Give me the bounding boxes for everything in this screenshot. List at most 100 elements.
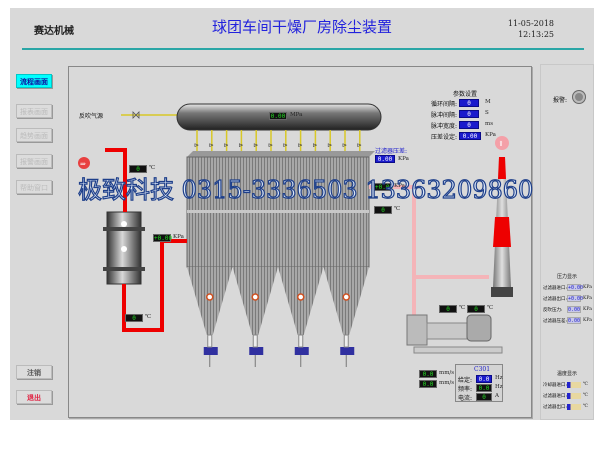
- filter-pressure-unit: KPa: [398, 156, 409, 162]
- header: 赛达机械 球团车间干燥厂房除尘装置 11-05-2018 12:13:25: [10, 8, 594, 48]
- temp-bar: [567, 393, 581, 399]
- fan-panel-title: C301: [474, 366, 491, 373]
- fan-base: [413, 346, 503, 354]
- pressure-value: 0.00: [567, 306, 581, 313]
- fan-temp-1-unit: ℃: [459, 305, 466, 311]
- temp-unit: ℃: [583, 404, 589, 409]
- fan-control-panel: C301 给定: 0.0 Hz 频率: 0.0 Hz 电流: 0 A: [455, 364, 503, 402]
- fan-motor: [466, 314, 492, 342]
- filter-pressure-label: 过滤器压差:: [375, 148, 408, 155]
- air-valve-icon: [132, 111, 140, 119]
- inlet-arrow-icon: [78, 157, 90, 169]
- pressure-value: +0.00: [567, 295, 584, 302]
- solenoid-valve-icon: ⊳: [312, 142, 317, 149]
- fan-temp-2-value: 0: [467, 305, 485, 313]
- inlet-temp-value: 0: [129, 165, 147, 173]
- cooler-port: [121, 221, 127, 227]
- logout-button[interactable]: 注销: [16, 365, 52, 379]
- pressure-value: +0.00: [567, 284, 584, 291]
- time-text: 12:13:25: [518, 30, 554, 39]
- temp-unit: ℃: [583, 393, 589, 398]
- fan-freq-label: 频率:: [458, 386, 473, 393]
- nav-alarm[interactable]: 报警画面: [16, 154, 52, 168]
- blow-pipes: ⊳⊳⊳⊳⊳⊳⊳⊳⊳⊳⊳⊳: [194, 130, 362, 155]
- param-input[interactable]: 0: [459, 99, 479, 107]
- outlet-pressure-unit: KPa: [394, 183, 405, 189]
- fan-setpoint-label: 给定:: [458, 377, 473, 384]
- flow-2-unit: mm/s: [439, 380, 455, 386]
- process-diagram: ⊳⊳⊳⊳⊳⊳⊳⊳⊳⊳⊳⊳ ⇒ ⇑: [68, 66, 532, 418]
- fan-shaft: [426, 322, 468, 340]
- filter-pressure-value: 0.00: [375, 155, 395, 163]
- alarm-label: 报警:: [553, 97, 568, 104]
- exhaust-arrow-icon: [495, 136, 509, 150]
- param-input[interactable]: 0: [459, 110, 479, 118]
- solenoid-valve-icon: ⊳: [283, 142, 288, 149]
- temp-label: 冷却器进口:: [543, 383, 568, 388]
- fan-setpoint-input[interactable]: 0.0: [476, 375, 492, 383]
- hopper-level-indicator: [297, 293, 305, 301]
- fan-current-unit: A: [495, 393, 499, 399]
- cooler-outlet-temp-unit: ℃: [145, 314, 152, 320]
- header-pressure-value: 0.00: [269, 112, 287, 120]
- param-unit: ms: [485, 121, 494, 127]
- hot-gas-pipe-inlet: [105, 148, 127, 212]
- outlet-temp-value: 0: [374, 206, 392, 214]
- fan-current-value: 0: [476, 393, 492, 401]
- outlet-temp-unit: ℃: [394, 206, 401, 212]
- temp-bar: [567, 404, 581, 410]
- nav-process[interactable]: 流程画面: [16, 74, 52, 88]
- rotary-valve-icon: [340, 347, 355, 355]
- temp-display-title: 温度显示: [557, 371, 578, 377]
- solenoid-valve-icon: ⊳: [238, 142, 243, 149]
- pressure-label: 过滤器压差:: [543, 319, 568, 324]
- svg-text:⇑: ⇑: [498, 140, 504, 148]
- air-source-label: 反吹气源: [79, 113, 104, 120]
- param-label: 循环间隔:: [431, 101, 458, 108]
- ash-hopper: [278, 267, 324, 335]
- outlet-pressure-value: +0.00: [374, 183, 394, 191]
- date-text: 11-05-2018: [507, 19, 554, 28]
- stack-base: [491, 287, 513, 297]
- fan-housing: [406, 314, 428, 346]
- watermark-text: 极致科技 0315-3336503 13363209860: [77, 175, 534, 204]
- pressure-label: 过滤器进口:: [543, 286, 568, 291]
- nav-report[interactable]: 报表画面: [16, 104, 52, 118]
- hopper-level-indicator: [206, 293, 214, 301]
- solenoid-valve-icon: ⊳: [357, 142, 362, 149]
- solenoid-valve-icon: ⊳: [342, 142, 347, 149]
- cooler-outlet-temp-value: 0: [125, 314, 143, 322]
- brand-name: 赛达机械: [34, 26, 74, 37]
- process-graphics: ⊳⊳⊳⊳⊳⊳⊳⊳⊳⊳⊳⊳ ⇒ ⇑: [78, 103, 513, 367]
- exit-button[interactable]: 退出: [16, 390, 52, 404]
- header-pressure-unit: MPa: [290, 112, 303, 118]
- temp-label: 过滤器出口:: [543, 405, 568, 410]
- hopper-level-indicator: [342, 293, 350, 301]
- rotary-valve-icon: [294, 347, 309, 355]
- param-label: 脉冲宽度:: [431, 123, 458, 130]
- nav-help[interactable]: 帮助窗口: [16, 180, 52, 194]
- fan-freq-unit: Hz: [495, 384, 503, 390]
- param-label: 脉冲间隔:: [431, 112, 458, 119]
- pressure-unit: KPa: [583, 296, 592, 301]
- header-divider: [22, 48, 584, 50]
- page-title: 球团车间干燥厂房除尘装置: [211, 18, 392, 36]
- solenoid-valve-icon: ⊳: [194, 142, 199, 149]
- ash-hopper: [187, 267, 233, 335]
- nav-trend[interactable]: 趋势画面: [16, 128, 52, 142]
- param-input[interactable]: 0: [459, 121, 479, 129]
- fan-freq-value: 0.0: [476, 384, 492, 392]
- fan-setpoint-unit: Hz: [495, 375, 503, 381]
- hoppers: [187, 267, 369, 367]
- solenoid-valve-icon: ⊳: [253, 142, 258, 149]
- solenoid-valve-icon: ⊳: [209, 142, 214, 149]
- param-input[interactable]: 0.00: [459, 132, 481, 140]
- ash-hopper: [232, 267, 278, 335]
- param-unit: M: [485, 99, 491, 105]
- rotary-valve-icon: [203, 347, 218, 355]
- pressure-unit: KPa: [583, 307, 592, 312]
- cooler-port: [121, 246, 127, 252]
- fan-current-label: 电流:: [458, 395, 473, 402]
- flow-2-value: 0.0: [419, 380, 437, 388]
